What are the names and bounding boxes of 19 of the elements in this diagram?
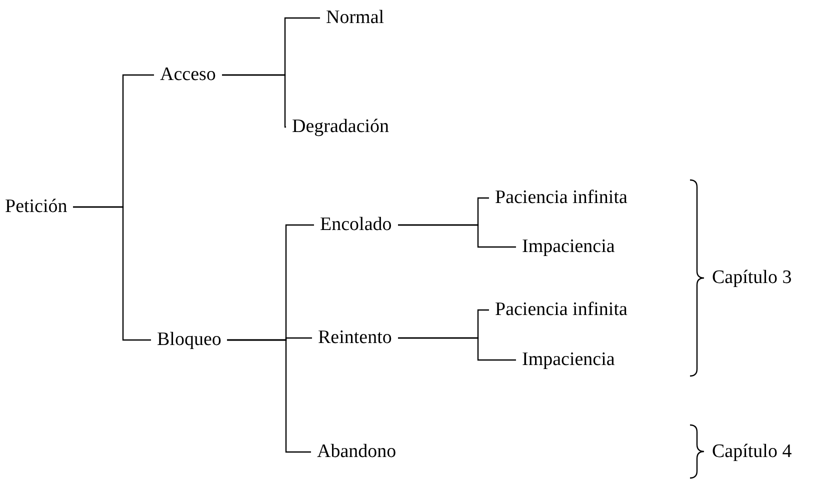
node-label: Impaciencia bbox=[522, 236, 615, 257]
node-label: Degradación bbox=[292, 116, 390, 137]
node-label: Bloqueo bbox=[157, 329, 222, 350]
node-label: Acceso bbox=[160, 64, 216, 85]
node-label: Normal bbox=[326, 7, 384, 28]
tree-connector bbox=[227, 339, 311, 453]
chapter-label: Capítulo 3 bbox=[712, 266, 792, 290]
node-label: Paciencia infinita bbox=[495, 299, 628, 320]
node-label: Encolado bbox=[320, 214, 392, 235]
node-label: Impaciencia bbox=[522, 349, 615, 370]
tree-connector bbox=[222, 74, 286, 128]
tree-connector bbox=[398, 224, 516, 248]
tree-connector bbox=[398, 337, 516, 361]
node-label: Petición bbox=[5, 196, 68, 217]
node-label: Paciencia infinita bbox=[495, 187, 628, 208]
node-label: Abandono bbox=[317, 441, 396, 462]
chapter-label: Capítulo 4 bbox=[712, 440, 792, 464]
tree-connector bbox=[73, 206, 151, 341]
node-label: Reintento bbox=[318, 327, 392, 348]
